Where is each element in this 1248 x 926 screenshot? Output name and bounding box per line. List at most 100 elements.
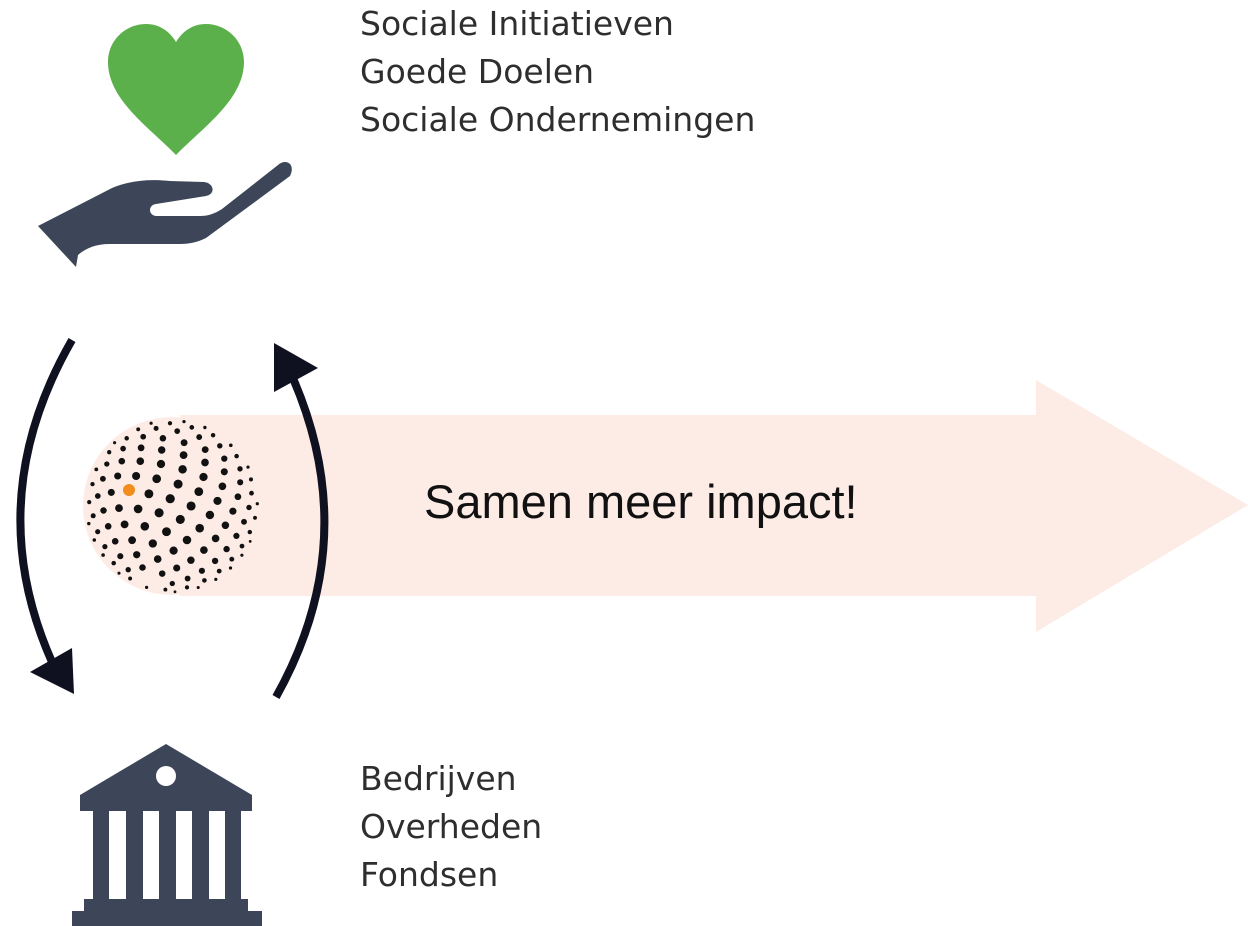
globe-dot <box>246 504 252 511</box>
globe-dot <box>140 521 150 531</box>
globe-dot <box>125 567 131 573</box>
globe-dot <box>137 444 145 452</box>
globe-dot <box>200 546 208 554</box>
center-impact-label: Samen meer impact! <box>424 475 858 528</box>
globe-dot <box>248 539 252 543</box>
globe-dot <box>187 556 195 564</box>
globe-dot <box>249 490 254 496</box>
globe-dot <box>90 481 95 487</box>
globe-dot <box>94 467 99 472</box>
globe-dot <box>194 487 204 496</box>
bottom-group-labels: Bedrijven Overheden Fondsen <box>360 755 542 899</box>
hand-icon <box>38 162 292 267</box>
globe-dot <box>195 523 204 533</box>
top-label-3: Sociale Ondernemingen <box>360 100 756 139</box>
globe-dot <box>189 425 195 430</box>
building-column <box>225 811 241 899</box>
globe-dot <box>220 468 228 476</box>
globe-dot <box>128 576 133 581</box>
globe-dot <box>229 556 235 562</box>
bottom-label-1: Bedrijven <box>360 759 517 798</box>
globe-dot <box>101 553 105 557</box>
globe-dot <box>156 459 166 469</box>
globe-dot <box>90 513 96 519</box>
globe-dot <box>159 435 167 442</box>
globe-dot <box>228 443 233 448</box>
globe-dot <box>211 534 220 543</box>
globe-dot <box>216 568 222 574</box>
globe-dot <box>247 529 253 535</box>
building-column <box>126 811 143 899</box>
globe-dot <box>255 502 259 506</box>
bottom-label-3: Fondsen <box>360 855 499 894</box>
globe-dot <box>199 472 208 482</box>
globe-dot <box>186 501 196 511</box>
up-arrowhead-icon <box>274 343 318 392</box>
globe-dot <box>214 577 218 581</box>
down-cycle-arrow <box>16 338 76 664</box>
globe-dot <box>234 493 242 501</box>
globe-dot <box>95 529 101 535</box>
globe-dot <box>153 425 159 431</box>
globe-dot <box>115 504 123 512</box>
globe-dot <box>182 535 192 545</box>
globe-dot <box>237 479 244 486</box>
building-top-beam <box>80 795 252 811</box>
globe-dot <box>173 479 183 489</box>
globe-dot <box>248 477 254 482</box>
globe-dot <box>111 537 119 545</box>
globe-dot <box>148 539 157 548</box>
globe-dot <box>173 564 181 572</box>
globe-dot <box>136 427 141 432</box>
institution-building-icon <box>72 744 262 926</box>
globe-dot <box>246 465 250 469</box>
globe-dot <box>173 590 177 594</box>
impact-arrow-band <box>180 380 1248 632</box>
globe-dot <box>196 585 200 590</box>
globe-dot <box>221 455 228 462</box>
globe-dot <box>162 527 171 537</box>
globe-dot <box>253 515 257 520</box>
globe-dot <box>175 514 185 524</box>
globe-dot <box>228 566 233 570</box>
globe-dot <box>104 522 112 530</box>
globe-dot <box>117 571 121 575</box>
globe-dot <box>149 421 153 425</box>
globe-dot <box>233 532 240 540</box>
globe-dot <box>221 521 230 530</box>
globe-dot <box>201 446 209 454</box>
up-cycle-arrow <box>272 374 329 699</box>
globe-dot <box>202 578 207 583</box>
globe-dot <box>184 585 190 590</box>
cycle-arrows <box>16 338 329 699</box>
building-column <box>93 811 109 899</box>
globe-dot <box>210 432 216 438</box>
globe-dot <box>178 465 187 474</box>
globe-dot <box>117 553 124 560</box>
top-label-2: Goede Doelen <box>360 52 595 91</box>
globe-dot <box>198 567 205 574</box>
globe-dot <box>136 457 145 466</box>
building-column <box>192 811 209 899</box>
globe-dot <box>211 557 219 565</box>
globe-dot <box>99 475 106 482</box>
globe-dot <box>163 587 168 592</box>
globe-dot <box>234 453 239 459</box>
globe-dot <box>133 504 143 514</box>
globe-dot <box>144 489 154 499</box>
globe-dot <box>87 500 92 505</box>
top-group-labels: Sociale Initiatieven Goede Doelen Social… <box>360 0 755 144</box>
globe-dot <box>240 553 244 557</box>
globe-dot <box>237 466 243 472</box>
globe-dot <box>94 493 101 499</box>
down-arrowhead-icon <box>30 648 74 694</box>
globe-dot <box>184 575 191 582</box>
heart-icon <box>108 24 244 155</box>
globe-dot <box>114 472 122 480</box>
bottom-label-2: Overheden <box>360 807 543 846</box>
globe-dot <box>132 471 141 481</box>
globe-dot <box>203 425 207 430</box>
globe-dot <box>113 441 117 445</box>
globe-dot <box>128 536 136 545</box>
